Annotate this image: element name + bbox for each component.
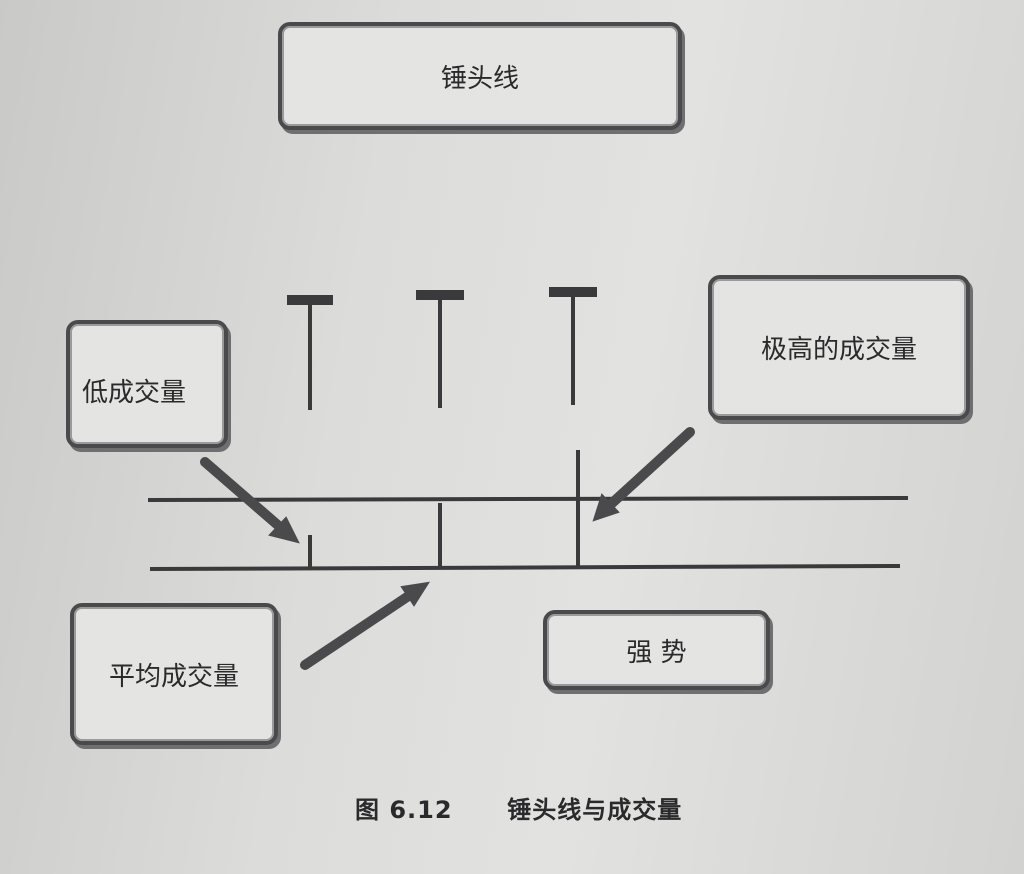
label-average-volume: 平均成交量 [108, 661, 239, 692]
label-hammer-line: 锤头线 [440, 63, 519, 94]
label-box-hammer-line: 锤头线 [278, 22, 682, 130]
label-strength: 强 势 [626, 637, 687, 668]
hammer-candle-1 [287, 295, 333, 410]
upper-reference-line [147, 496, 909, 502]
label-box-average-volume: 平均成交量 [70, 603, 278, 745]
arrow-low-volume [200, 457, 300, 544]
label-low-volume: 低成交量 [82, 378, 187, 408]
figure-title: 锤头线与成交量 [507, 796, 683, 824]
label-box-very-high-volume: 极高的成交量 [708, 275, 970, 420]
arrow-high-volume [592, 427, 695, 522]
label-box-strength: 强 势 [543, 610, 770, 690]
label-box-low-volume: 低成交量 [66, 320, 228, 448]
baseline [149, 564, 901, 571]
hammer-candle-3 [549, 287, 597, 405]
arrow-average-volume [300, 581, 431, 670]
figure-caption: 图 6.12 锤头线与成交量 [355, 790, 682, 825]
figure-number: 图 6.12 [355, 796, 453, 824]
label-very-high-volume: 极高的成交量 [760, 335, 917, 365]
hammer-candle-2 [416, 290, 464, 408]
